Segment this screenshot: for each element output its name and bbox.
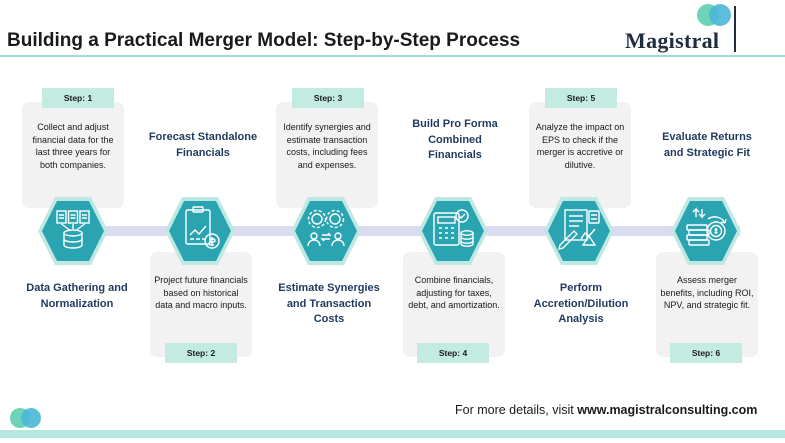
footer-text: For more details, visit www.magistralcon… [455,403,757,417]
data-gathering-icon [38,197,108,265]
step-4-title: Build Pro Forma Combined Financials [412,118,498,161]
analysis-document-icon [544,197,614,265]
step-2-description: Project future financials based on histo… [154,275,248,311]
step-6-card: Assess merger benefits, including ROI, N… [656,252,758,357]
page-title: Building a Practical Merger Model: Step-… [7,30,521,51]
step-1-description: Collect and adjust financial data for th… [32,122,114,170]
footer-logo-mark [10,408,44,430]
process-connector [40,226,740,236]
step-3-title: Estimate Synergies and Transaction Costs [278,282,380,325]
step-6-title: Evaluate Returns and Strategic Fit [662,131,752,159]
step-5-description: Analyze the impact on EPS to check if th… [535,122,625,170]
step-4-card: Combine financials, adjusting for taxes,… [403,252,505,357]
header-divider [0,55,785,57]
footer-accent-bar [0,430,785,438]
step-6-description: Assess merger benefits, including ROI, N… [660,275,754,311]
calculator-coins-icon [418,197,488,265]
step-5-tag: Step: 5 [545,88,617,108]
forecast-report-icon [165,197,235,265]
step-5-title: Perform Accretion/Dilution Analysis [533,282,629,325]
step-3-tag: Step: 3 [292,88,364,108]
money-returns-icon [671,197,741,265]
step-2-title: Forecast Standalone Financials [148,131,258,159]
step-3-description: Identify synergies and estimate transact… [283,122,371,170]
step-3-card: Identify synergies and estimate transact… [276,102,378,208]
step-4-tag: Step: 4 [417,343,489,363]
step-2-tag: Step: 2 [165,343,237,363]
footer-url-link[interactable]: www.magistralconsulting.com [577,403,758,417]
step-5-card: Analyze the impact on EPS to check if th… [529,102,631,208]
step-2-card: Project future financials based on histo… [150,252,252,357]
synergy-gears-icon [291,197,361,265]
step-1-title: Data Gathering and Normalization [26,282,128,310]
brand-name: Magistral [625,28,720,53]
footer-prefix: For more details, visit [455,403,578,417]
step-1-tag: Step: 1 [42,88,114,108]
brand-divider [734,6,736,52]
brand-logo-mark [697,4,733,26]
step-4-description: Combine financials, adjusting for taxes,… [408,275,500,311]
step-1-card: Collect and adjust financial data for th… [22,102,124,208]
step-6-tag: Step: 6 [670,343,742,363]
